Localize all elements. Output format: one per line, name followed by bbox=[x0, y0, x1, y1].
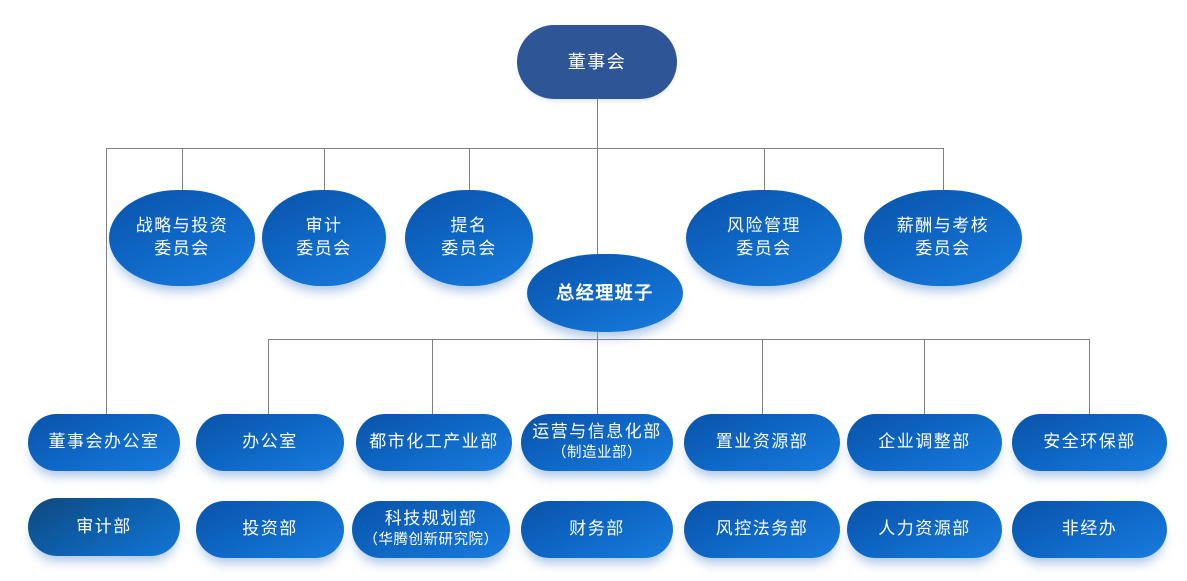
connector-gm-to-bus bbox=[597, 332, 598, 416]
node-label-line1: 科技规划部 bbox=[384, 509, 478, 529]
node-label-line2: 委员会 bbox=[736, 239, 792, 258]
connector-drop-compensation-committee bbox=[943, 148, 944, 194]
node-label: 办公室 bbox=[242, 432, 298, 452]
connector-drop-safety bbox=[1089, 339, 1090, 416]
org-node-board: 董事会 bbox=[517, 25, 677, 99]
node-label: 都市化工产业部 bbox=[369, 432, 499, 452]
org-node-office: 办公室 bbox=[196, 414, 344, 471]
org-node-tech-planning-dept: 科技规划部 （华腾创新研究院） bbox=[352, 501, 510, 558]
org-node-safety-environment-dept: 安全环保部 bbox=[1012, 414, 1167, 471]
node-label: 审计部 bbox=[76, 516, 132, 536]
org-node-realestate-resources-dept: 置业资源部 bbox=[684, 414, 840, 471]
connector-drop-nomination-committee bbox=[469, 148, 470, 194]
org-node-investment-dept: 投资部 bbox=[196, 501, 344, 558]
org-node-operations-informatization-dept: 运营与信息化部 （制造业部） bbox=[521, 414, 673, 471]
node-label-line1: 提名 bbox=[450, 216, 488, 236]
connector-committee-bus bbox=[106, 148, 944, 149]
org-node-enterprise-adjustment-dept: 企业调整部 bbox=[847, 414, 1002, 471]
connector-department-bus bbox=[268, 339, 1089, 340]
node-label: 置业资源部 bbox=[715, 432, 809, 452]
node-label-line2: 委员会 bbox=[915, 239, 971, 258]
org-node-finance-dept: 财务部 bbox=[521, 501, 673, 558]
node-label: 企业调整部 bbox=[878, 432, 971, 452]
node-label-line1: 战略与投资 bbox=[135, 216, 229, 236]
node-label: 风控法务部 bbox=[715, 519, 809, 539]
node-label-line1: 运营与信息化部 bbox=[532, 422, 662, 442]
node-label: 财务部 bbox=[569, 519, 625, 539]
org-node-risk-legal-dept: 风控法务部 bbox=[684, 501, 840, 558]
connector-drop-risk-committee bbox=[764, 148, 765, 194]
connector-drop-strategy-committee bbox=[182, 148, 183, 194]
node-label-line1: 薪酬与考核 bbox=[896, 216, 990, 236]
node-label: 非经办 bbox=[1061, 519, 1118, 539]
node-label: 人力资源部 bbox=[878, 519, 971, 539]
org-node-audit-committee: 审计 委员会 bbox=[262, 190, 386, 286]
node-label-line1: 风险管理 bbox=[727, 216, 801, 236]
connector-drop-board-office bbox=[106, 148, 107, 416]
org-node-compensation-assessment-committee: 薪酬与考核 委员会 bbox=[864, 190, 1022, 286]
connector-drop-realestate bbox=[762, 339, 763, 416]
org-node-urban-chemical-industry-dept: 都市化工产业部 bbox=[356, 414, 512, 471]
node-label-line2: （制造业部） bbox=[552, 445, 642, 462]
node-label-line1: 审计 bbox=[305, 216, 343, 236]
node-label: 总经理班子 bbox=[556, 282, 654, 303]
org-node-general-manager-team: 总经理班子 bbox=[527, 254, 683, 332]
connector-drop-audit-committee bbox=[324, 148, 325, 194]
org-node-nomination-committee: 提名 委员会 bbox=[405, 190, 533, 286]
node-label: 董事会 bbox=[567, 51, 627, 72]
connector-drop-enterprise-adjustment bbox=[924, 339, 925, 416]
org-node-strategy-investment-committee: 战略与投资 委员会 bbox=[109, 190, 255, 286]
org-node-board-office: 董事会办公室 bbox=[28, 414, 180, 471]
org-node-human-resources-dept: 人力资源部 bbox=[847, 501, 1002, 558]
connector-drop-urban-chemical bbox=[432, 339, 433, 416]
org-node-audit-dept: 审计部 bbox=[28, 498, 180, 556]
node-label-line2: 委员会 bbox=[296, 239, 352, 258]
org-node-non-operating-office: 非经办 bbox=[1012, 501, 1167, 558]
node-label: 董事会办公室 bbox=[48, 432, 160, 452]
org-node-risk-management-committee: 风险管理 委员会 bbox=[686, 190, 842, 286]
connector-board-to-gm bbox=[597, 99, 598, 255]
node-label-line2: （华腾创新研究院） bbox=[363, 532, 499, 549]
connector-drop-office bbox=[268, 339, 269, 416]
node-label-line2: 委员会 bbox=[441, 239, 497, 258]
node-label-line2: 委员会 bbox=[154, 239, 210, 258]
node-label: 安全环保部 bbox=[1043, 432, 1136, 452]
node-label: 投资部 bbox=[242, 519, 298, 539]
